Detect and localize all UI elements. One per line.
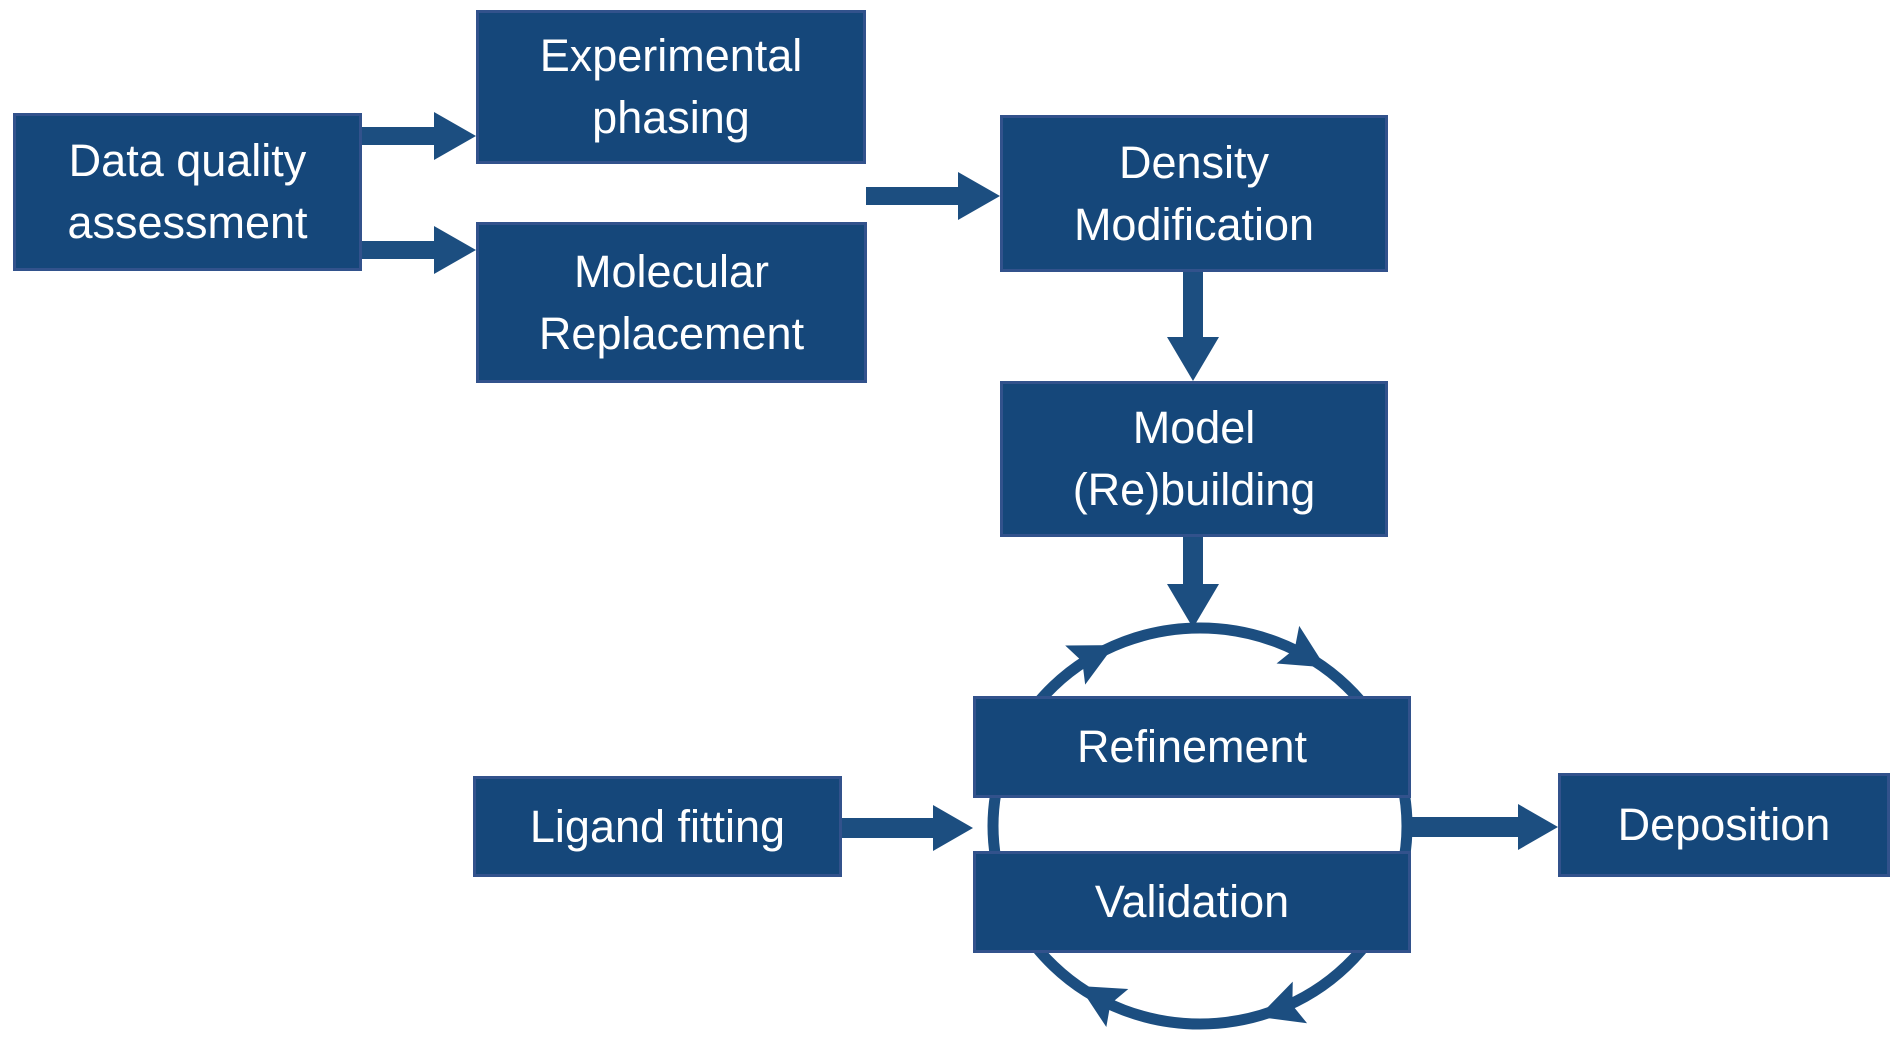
node-refinement: Refinement <box>973 696 1411 798</box>
node-refinement-label: Refinement <box>1076 721 1308 772</box>
node-model-rebuilding-label: Model (Re)building <box>1072 402 1316 515</box>
arrow-phasing-to-density-modification <box>866 172 1000 220</box>
cycle-arrowhead-bottom-right <box>1258 981 1308 1024</box>
arrow-model-rebuilding-to-cycle <box>1167 537 1219 628</box>
cycle-arrowhead-bottom-left <box>1079 986 1129 1028</box>
node-molecular-replacement-label: Molecular Replacement <box>538 245 805 359</box>
arrow-ligand-fitting-to-cycle <box>842 805 973 851</box>
cycle-arrowhead-top-right <box>1276 625 1326 668</box>
node-density-modification-label: Density Modification <box>1073 136 1315 250</box>
node-ligand-fitting-label: Ligand fitting <box>529 800 786 852</box>
node-experimental-phasing: Experimental phasing <box>476 10 866 164</box>
node-ligand-fitting: Ligand fitting <box>473 776 842 877</box>
node-data-quality-assessment-label: Data quality assessment <box>67 135 308 248</box>
node-deposition-label: Deposition <box>1617 799 1831 850</box>
node-molecular-replacement: Molecular Replacement <box>476 222 867 383</box>
node-validation: Validation <box>973 851 1411 953</box>
node-model-rebuilding: Model (Re)building <box>1000 381 1388 537</box>
refinement-validation-cycle-circle <box>987 622 1413 1030</box>
node-experimental-phasing-label: Experimental phasing <box>539 30 803 143</box>
arrow-dqa-to-experimental-phasing <box>362 112 476 160</box>
node-deposition: Deposition <box>1558 773 1890 877</box>
node-density-modification: Density Modification <box>1000 115 1388 272</box>
arrow-dqa-to-molecular-replacement <box>362 226 476 274</box>
arrow-cycle-to-deposition <box>1405 804 1558 850</box>
arrow-density-modification-to-model-rebuilding <box>1167 272 1219 381</box>
node-data-quality-assessment: Data quality assessment <box>13 113 362 271</box>
cycle-arrowhead-top-left <box>1065 645 1115 685</box>
node-validation-label: Validation <box>1094 876 1290 927</box>
